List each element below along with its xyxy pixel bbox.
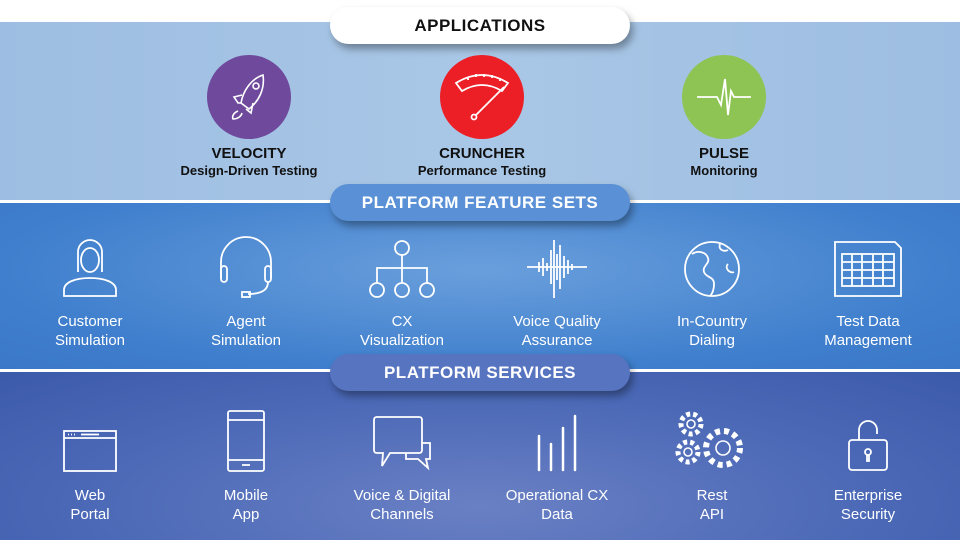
feature-label-line2: Simulation (210, 332, 282, 349)
service-label-line1: Operational CX (505, 487, 609, 504)
platform-services-heading: PLATFORM SERVICES (330, 354, 630, 391)
bar-chart-icon (482, 410, 632, 472)
smartphone-icon (171, 410, 321, 472)
chat-bubbles-icon (327, 410, 477, 472)
service-label-line1: Web (74, 487, 106, 504)
feature-label-line2: Assurance (521, 332, 593, 349)
service-label-line2: Data (541, 506, 573, 523)
gauge-icon (440, 55, 524, 139)
feature-label-line1: Test Data (836, 313, 900, 330)
service-label-line2: Security (840, 506, 896, 523)
feature-label-line1: In-Country (676, 313, 748, 330)
spreadsheet-icon (793, 236, 943, 298)
app-title: CRUNCHER (439, 145, 525, 162)
services-band (0, 372, 960, 540)
service-label-line2: Channels (370, 506, 434, 523)
app-cruncher: CRUNCHER Performance Testing (382, 55, 582, 179)
feature-label-line1: Voice Quality (513, 313, 601, 330)
heartbeat-icon (682, 55, 766, 139)
person-icon (15, 236, 165, 298)
browser-window-icon (15, 410, 165, 472)
feature-cx-visualization: CX Visualization (327, 236, 477, 350)
feature-label-line2: Simulation (54, 332, 126, 349)
globe-icon (637, 236, 787, 298)
service-operational-cx-data: Operational CX Data (482, 410, 632, 524)
app-subtitle: Design-Driven Testing (180, 163, 318, 178)
unlocked-padlock-icon (793, 410, 943, 472)
feature-label-line2: Visualization (360, 332, 444, 349)
hierarchy-icon (327, 236, 477, 298)
service-label-line2: Portal (70, 506, 110, 523)
rocket-icon (207, 55, 291, 139)
service-label-line1: Mobile (223, 487, 269, 504)
waveform-icon (482, 236, 632, 298)
feature-label-line1: CX (391, 313, 413, 330)
app-pulse: PULSE Monitoring (624, 55, 824, 179)
platform-feature-sets-heading: PLATFORM FEATURE SETS (330, 184, 630, 221)
feature-label-line1: Customer (57, 313, 123, 330)
app-velocity: VELOCITY Design-Driven Testing (149, 55, 349, 179)
gears-icon (637, 410, 787, 472)
app-title: PULSE (698, 145, 749, 162)
app-title: VELOCITY (211, 145, 287, 162)
headset-icon (171, 236, 321, 298)
service-label-line1: Enterprise (833, 487, 903, 504)
service-label-line2: App (232, 506, 260, 523)
applications-heading: APPLICATIONS (330, 7, 630, 44)
service-label-line1: Voice & Digital (353, 487, 451, 504)
feature-label-line1: Agent (226, 313, 266, 330)
service-label-line2: API (699, 506, 725, 523)
features-band (0, 203, 960, 369)
app-subtitle: Performance Testing (417, 163, 547, 178)
app-subtitle: Monitoring (690, 163, 758, 178)
service-label-line1: Rest (696, 487, 728, 504)
feature-label-line2: Management (824, 332, 912, 349)
feature-label-line2: Dialing (689, 332, 735, 349)
